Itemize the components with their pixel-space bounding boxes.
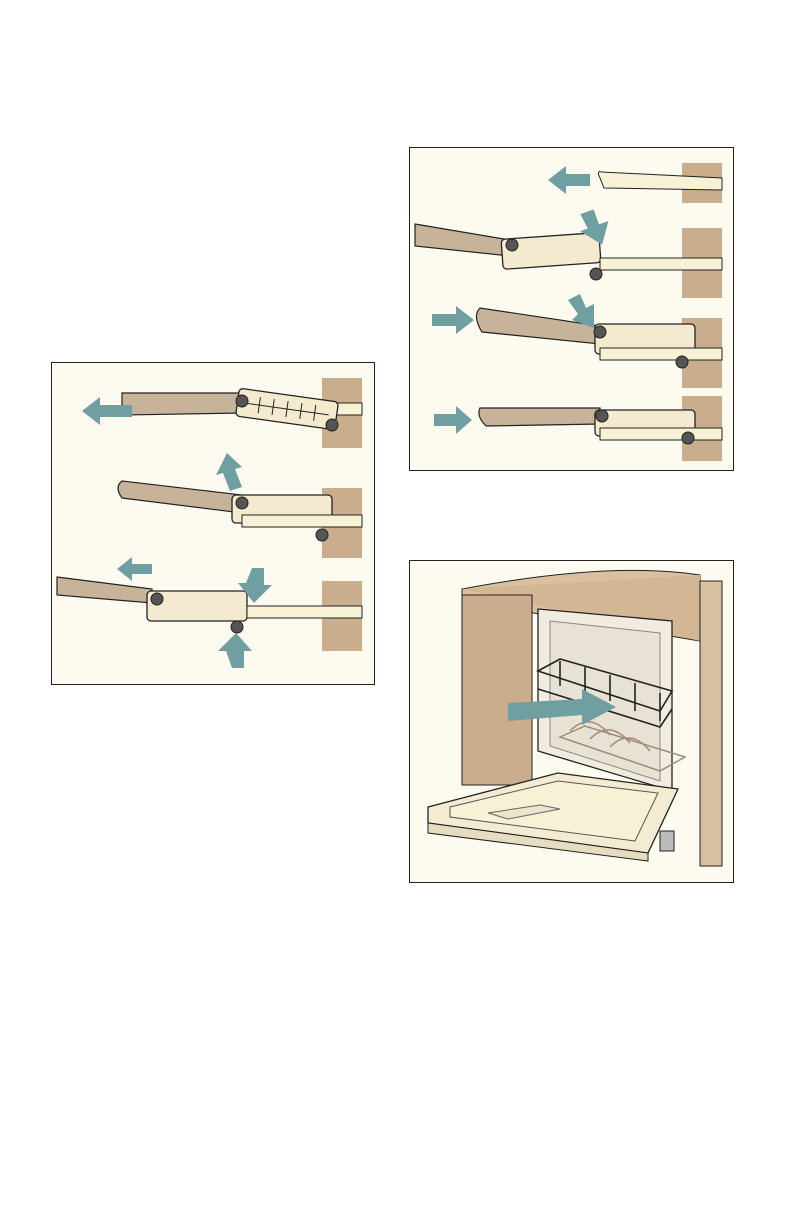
install-step-1: [548, 163, 722, 203]
rail-installation-icon: [410, 148, 732, 469]
rail-removal-figure: [51, 362, 375, 685]
step-1: [82, 378, 362, 448]
step-3: [57, 557, 362, 668]
install-step-3: [432, 294, 722, 388]
rail-installation-figure: [409, 147, 734, 471]
rail-removal-icon: [52, 363, 373, 683]
install-step-2: [415, 206, 722, 298]
dishwasher-icon: [410, 561, 732, 881]
install-step-4: [434, 396, 722, 461]
dishwasher-rack-figure: [409, 560, 734, 883]
step-2: [118, 453, 362, 558]
